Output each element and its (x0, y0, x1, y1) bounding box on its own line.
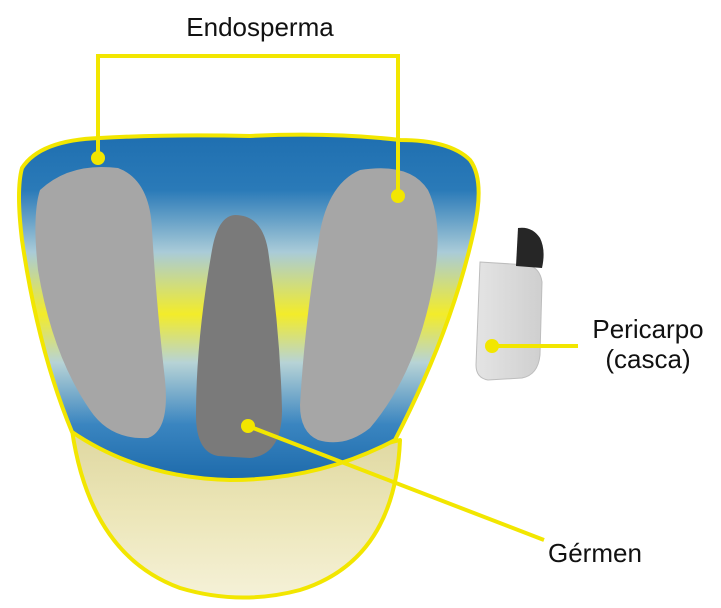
pericarp-label-line1: Pericarpo (578, 314, 718, 344)
pericarp-label: Pericarpo (casca) (578, 314, 718, 374)
germ-label: Gérmen (548, 538, 678, 568)
endosperm-label: Endosperma (170, 12, 350, 42)
pericarp-label-line2: (casca) (578, 344, 718, 374)
pericarp-shape (476, 228, 544, 380)
endosperm-left-lobe (35, 167, 165, 438)
